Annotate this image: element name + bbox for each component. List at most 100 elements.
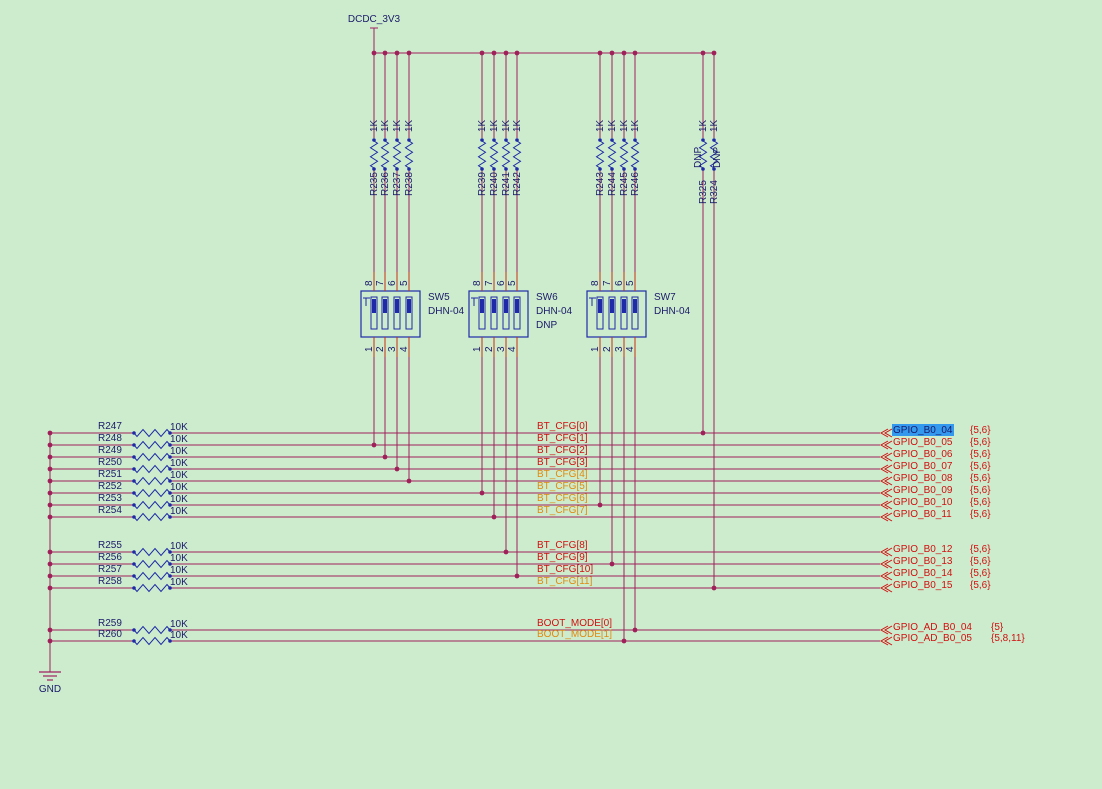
resistor-value: 1K: [630, 119, 641, 132]
pin-dot: [132, 562, 136, 566]
pin-number: 2: [484, 346, 495, 352]
resistor-ref-R246: R246: [630, 172, 641, 196]
resistor-value: 1K: [369, 119, 380, 132]
pin-number: 2: [375, 346, 386, 352]
port-label[interactable]: GPIO_B0_06: [893, 449, 953, 460]
switch-lever: [513, 296, 521, 330]
sheet-ref: {5,6}: [970, 449, 991, 460]
resistor-value: 1K: [489, 119, 500, 132]
pin-dot: [168, 503, 172, 507]
resistor-ref-R248: R248: [98, 433, 122, 444]
port-arrow: [879, 476, 889, 486]
port-arrow: [883, 512, 893, 522]
pin-dot: [515, 167, 519, 171]
resistor-body: [607, 140, 617, 169]
junction-dot: [711, 50, 717, 56]
port-label[interactable]: GPIO_AD_B0_04: [893, 622, 972, 633]
port-label[interactable]: GPIO_B0_10: [893, 497, 953, 508]
net-label: BT_CFG[10]: [537, 564, 593, 575]
sheet-ref: {5,6}: [970, 437, 991, 448]
junction-dot: [514, 50, 520, 56]
port-label[interactable]: GPIO_B0_11: [893, 509, 952, 520]
pin-dot: [395, 167, 399, 171]
pin-number: 3: [496, 346, 507, 352]
port-label[interactable]: GPIO_B0_15: [893, 580, 953, 591]
pin-dot: [168, 455, 172, 459]
pin-dot: [712, 138, 716, 142]
resistor-body: [512, 140, 522, 169]
pin-dot: [701, 138, 705, 142]
net-label: BT_CFG[4]: [537, 469, 588, 480]
port-label[interactable]: GPIO_B0_07: [893, 461, 953, 472]
port-label[interactable]: GPIO_B0_09: [893, 485, 953, 496]
resistor-body: [501, 140, 511, 169]
switch-lever: [620, 296, 628, 330]
sheet-ref: {5,6}: [970, 497, 991, 508]
port-arrow: [879, 571, 889, 581]
pin-number: 3: [614, 346, 625, 352]
resistor-ref-R245: R245: [619, 172, 630, 196]
resistor-value: 1K: [698, 119, 709, 132]
junction-dot: [503, 549, 509, 555]
junction-dot: [47, 466, 53, 472]
port-arrow: [879, 440, 889, 450]
pin-dot: [633, 138, 637, 142]
port-label[interactable]: GPIO_AD_B0_05: [893, 633, 972, 644]
pin-dot: [168, 628, 172, 632]
junction-dot: [394, 466, 400, 472]
resistor-body: [477, 140, 487, 169]
components-layer: [39, 27, 954, 681]
pin-dot: [712, 167, 716, 171]
junction-dot: [371, 442, 377, 448]
pin-dot: [168, 586, 172, 590]
port-arrow: [883, 547, 893, 557]
junction-dot: [597, 50, 603, 56]
labels-layer: DCDC_3V3GNDR2351KR2361KR2371KR2381KR2391…: [39, 14, 1026, 695]
selection-highlight: [892, 424, 954, 436]
junction-dot: [711, 585, 717, 591]
resistor-body: [133, 583, 171, 593]
resistor-value: 1K: [501, 119, 512, 132]
switch-lever: [596, 296, 604, 330]
port-label[interactable]: GPIO_B0_04: [893, 425, 953, 436]
resistor-value: 10K: [170, 619, 188, 630]
net-label: BT_CFG[11]: [537, 576, 593, 587]
resistor-body: [133, 547, 171, 557]
net-label: BT_CFG[0]: [537, 421, 588, 432]
sheet-ref: {5,6}: [970, 580, 991, 591]
port-label[interactable]: GPIO_B0_13: [893, 556, 953, 567]
junction-dot: [503, 50, 509, 56]
resistor-ref-R256: R256: [98, 552, 122, 563]
pin-number: 7: [602, 280, 613, 286]
pin-dot: [504, 138, 508, 142]
pin-dot: [610, 167, 614, 171]
port-label[interactable]: GPIO_B0_08: [893, 473, 953, 484]
pin-number: 7: [484, 280, 495, 286]
resistor-value: 10K: [170, 553, 188, 564]
resistor-value: 10K: [170, 577, 188, 588]
port-arrow: [883, 476, 893, 486]
resistor-ref-R324: R324: [709, 180, 720, 204]
pin-dot: [633, 167, 637, 171]
port-arrow: [883, 559, 893, 569]
pin-number: 6: [387, 280, 398, 286]
switch-lever-fill: [395, 299, 399, 313]
junction-dot: [47, 514, 53, 520]
port-label[interactable]: GPIO_B0_14: [893, 568, 953, 579]
resistor-value: 1K: [477, 119, 488, 132]
pin-dot: [168, 639, 172, 643]
switch-lever-fill: [633, 299, 637, 313]
switch-lever-fill: [383, 299, 387, 313]
switch-ref-SW7: SW7: [654, 292, 676, 303]
junction-dot: [47, 430, 53, 436]
port-label[interactable]: GPIO_B0_05: [893, 437, 953, 448]
net-label: BT_CFG[2]: [537, 445, 588, 456]
port-label[interactable]: GPIO_B0_12: [893, 544, 953, 555]
sheet-ref: {5,6}: [970, 568, 991, 579]
pin-number: 5: [507, 280, 518, 286]
pin-number: 8: [472, 280, 483, 286]
sheet-ref: {5,6}: [970, 485, 991, 496]
switch-body: [586, 290, 647, 338]
resistor-value: 10K: [170, 494, 188, 505]
